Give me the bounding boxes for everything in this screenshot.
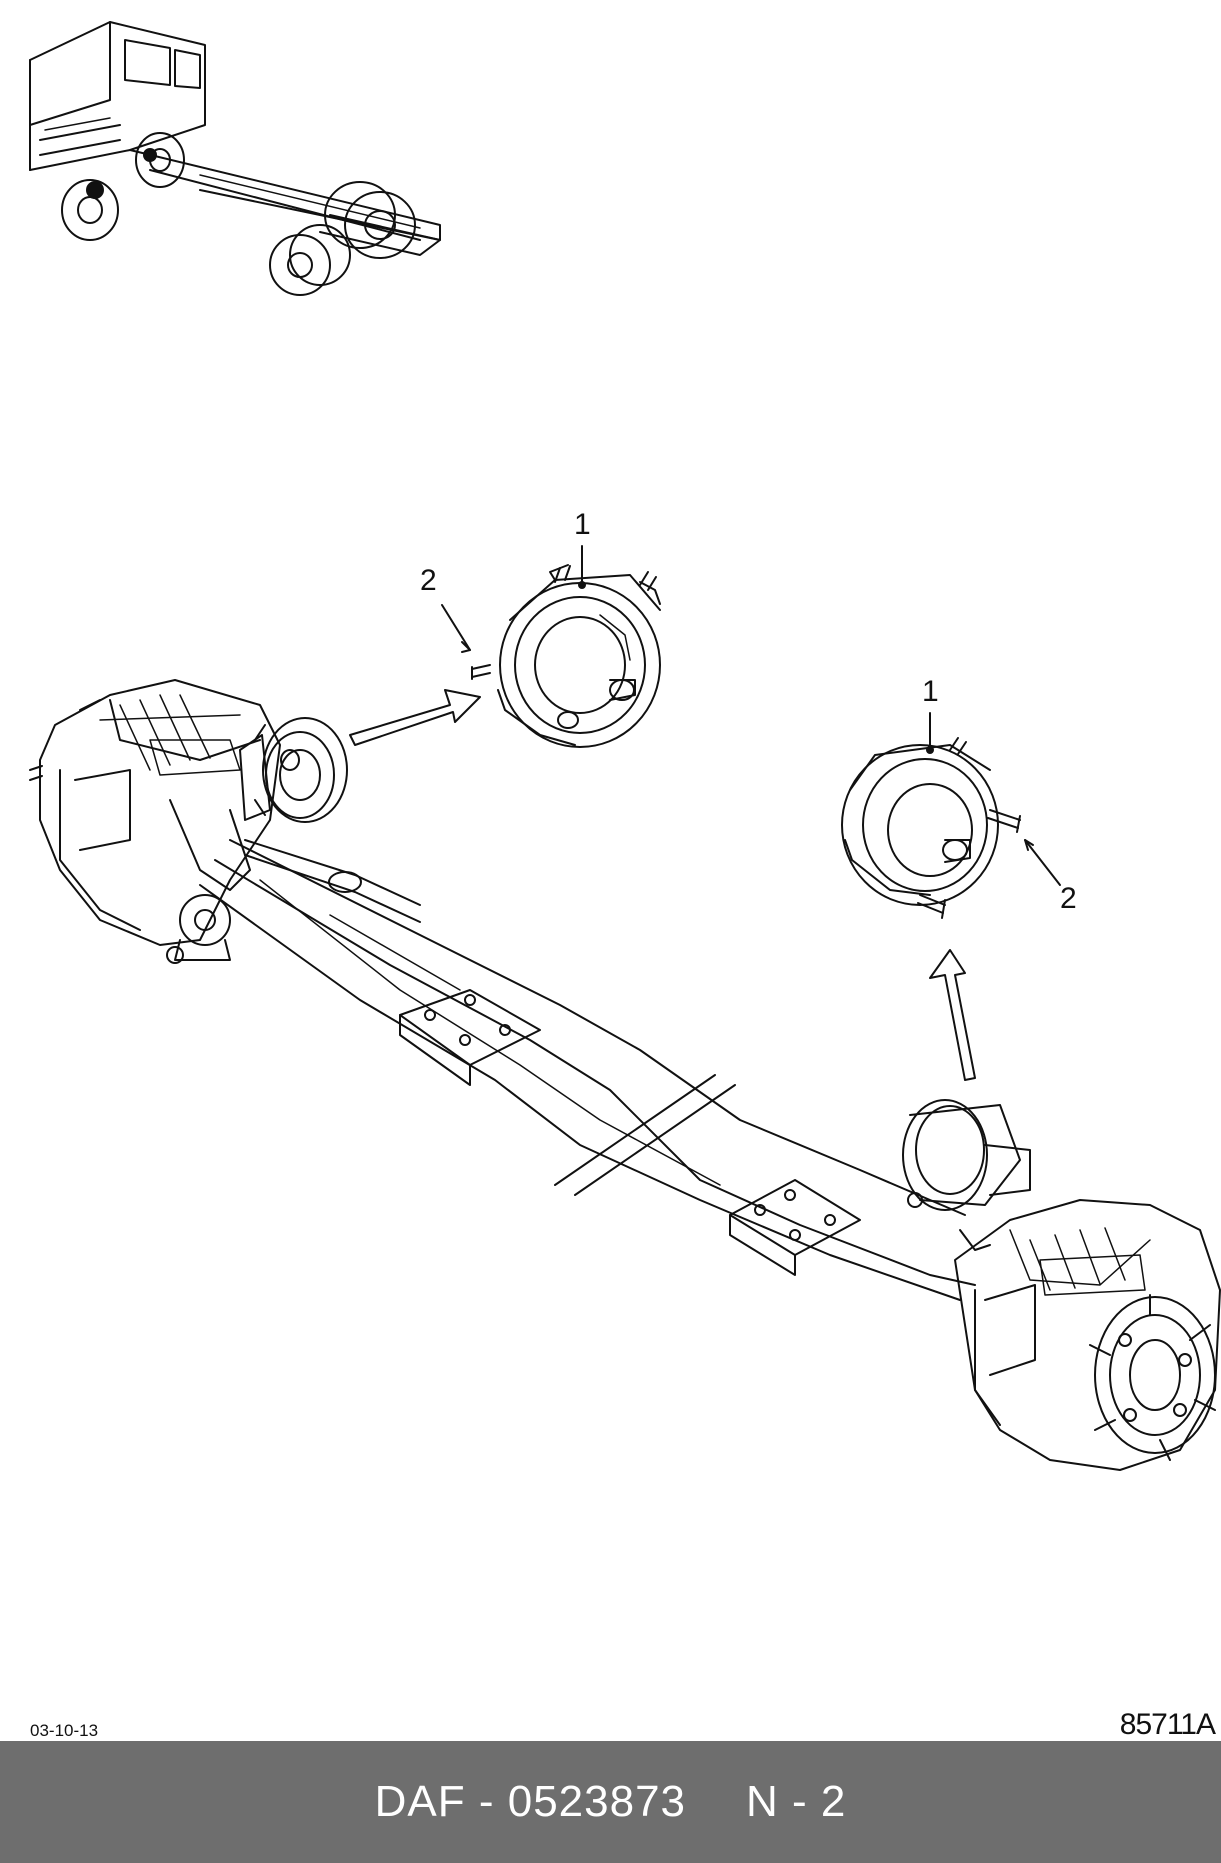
explode-arrow-right bbox=[929, 949, 976, 1081]
right-brake-hub-assembly bbox=[902, 1099, 1221, 1471]
callout-1-right: 1 bbox=[922, 675, 939, 708]
leader-lines bbox=[441, 545, 1061, 886]
footer-position-code: N - 2 bbox=[746, 1777, 847, 1826]
figure-number: 85711A bbox=[1119, 1708, 1216, 1741]
brake-chamber-exploded-left bbox=[471, 564, 661, 748]
callout-1-left: 1 bbox=[574, 508, 591, 541]
explode-arrow-left bbox=[349, 689, 481, 746]
exploded-view-diagram bbox=[29, 21, 1221, 1471]
footer-separator: - bbox=[465, 1777, 508, 1826]
front-axle-beam bbox=[199, 839, 976, 1301]
callout-2-left: 2 bbox=[420, 564, 437, 597]
left-brake-hub-assembly bbox=[29, 679, 348, 964]
truck-overview-thumbnail bbox=[29, 21, 441, 296]
footer-part-number: 0523873 bbox=[507, 1777, 687, 1826]
date-code: 03-10-13 bbox=[30, 1721, 99, 1740]
footer-brand: DAF bbox=[374, 1777, 466, 1826]
brake-chamber-exploded-right bbox=[841, 737, 1021, 919]
callout-2-right: 2 bbox=[1060, 882, 1077, 915]
footer-bar: DAF - 0523873 N - 2 bbox=[0, 1741, 1221, 1863]
